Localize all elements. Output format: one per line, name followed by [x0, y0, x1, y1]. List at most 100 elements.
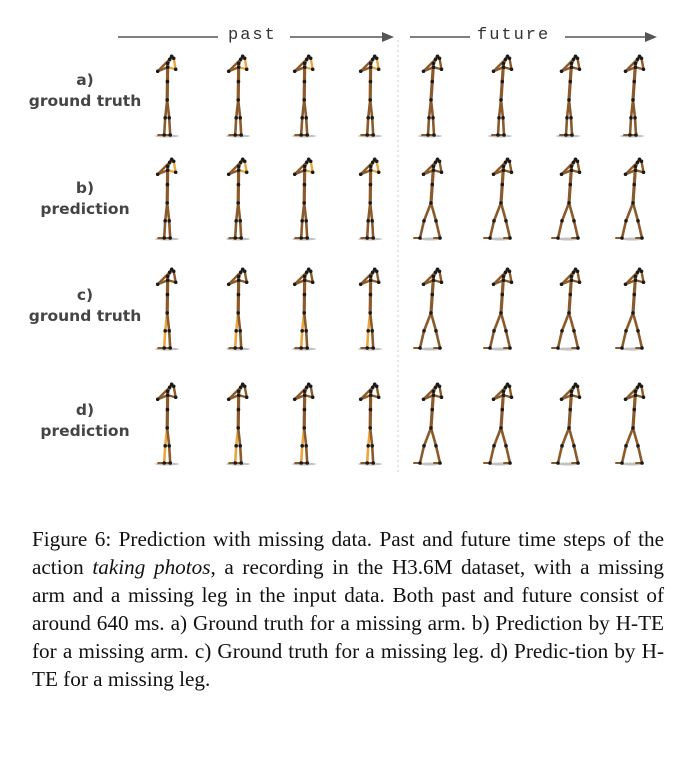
right-forearm-bone [172, 270, 177, 284]
skeleton-joint [292, 282, 297, 287]
skeleton-joint [300, 444, 305, 448]
skeleton-joint [623, 172, 628, 177]
skeleton-joint [569, 61, 574, 66]
skeleton-joint [427, 116, 431, 120]
skeleton-joint [501, 168, 506, 173]
skeleton-joint [165, 274, 170, 279]
skeleton-joint [167, 160, 172, 165]
skeleton-joint [418, 346, 422, 350]
skeleton-joint [501, 389, 506, 394]
skeleton-joint [165, 389, 170, 394]
left-thigh-bone [624, 311, 635, 333]
skeleton-joint [162, 236, 166, 240]
skeleton-joint [365, 461, 370, 465]
skeleton-layer [155, 54, 646, 466]
skeleton-joint [226, 397, 231, 402]
skeleton-joint [236, 182, 241, 187]
skeleton-joint [302, 407, 307, 412]
skeleton-joint [632, 407, 637, 412]
skeleton-joint [368, 182, 373, 187]
right-shin-bone [304, 219, 309, 240]
left-forearm-bone [227, 58, 242, 73]
skeleton-joint [236, 407, 241, 412]
left-shin-bone [556, 219, 564, 240]
right-shin-bone [238, 219, 243, 240]
skeleton-joint [368, 98, 373, 102]
skeleton-joint [434, 444, 438, 448]
skeleton-joint [374, 269, 379, 274]
left-forearm-bone [359, 161, 374, 176]
skeleton-joint [370, 444, 375, 448]
skeleton-joint [633, 116, 637, 120]
left-forearm-bone [359, 271, 374, 286]
right-forearm-bone [576, 57, 581, 71]
skeleton-joint [236, 79, 241, 84]
skeleton-joint [503, 270, 508, 275]
skeleton-joint [623, 69, 628, 74]
skeleton-joint [631, 311, 635, 315]
right-forearm-bone [508, 385, 513, 399]
right-shin-bone [167, 219, 172, 240]
right-thigh-bone [236, 311, 242, 333]
right-thigh-bone [165, 426, 171, 448]
right-thigh-bone [302, 426, 308, 448]
left-forearm-bone [293, 161, 308, 176]
skeleton-joint [564, 133, 568, 137]
skeleton-joint [439, 67, 444, 72]
skeleton-joint [239, 461, 243, 465]
right-forearm-bone [375, 385, 380, 399]
skeleton-joint [438, 236, 442, 240]
skeleton-joint [233, 236, 237, 240]
caption-text-2: , a recording in the H3.6M dataset, with… [32, 555, 665, 691]
skeleton-joint [299, 236, 304, 240]
right-thigh-bone [499, 426, 508, 448]
skeleton-joint [236, 393, 241, 398]
skeleton-joint [633, 164, 638, 169]
skeleton-joint [430, 407, 435, 412]
skeleton-joint [299, 133, 304, 137]
left-thigh-bone [422, 201, 433, 223]
skeleton-joint [239, 346, 243, 350]
left-thigh-bone [492, 426, 503, 448]
skeleton-joint [302, 274, 307, 279]
skeleton-joint [163, 444, 167, 448]
right-thigh-bone [499, 201, 508, 223]
future-arrow-head [645, 32, 657, 42]
skeleton-figure [155, 382, 179, 466]
row-label-d: d) prediction [20, 400, 150, 442]
skeleton-joint [233, 346, 237, 350]
skeleton-joint [641, 395, 646, 400]
skeleton-joint [576, 461, 580, 465]
skeleton-joint [368, 407, 373, 412]
row-label-c: c) ground truth [20, 285, 150, 327]
skeleton-joint [491, 397, 496, 402]
skeleton-joint [636, 329, 640, 333]
skeleton-joint [488, 346, 492, 350]
right-thigh-bone [302, 201, 308, 223]
skeleton-joint [304, 57, 309, 62]
skeleton-joint [501, 65, 506, 70]
skeleton-joint [244, 170, 249, 175]
left-forearm-bone [227, 271, 242, 286]
skeleton-joint [509, 67, 514, 72]
skeleton-joint [236, 61, 241, 66]
skeleton-figure [413, 157, 444, 241]
right-forearm-bone [309, 385, 314, 399]
skeleton-joint [171, 384, 176, 389]
skeleton-joint [491, 69, 496, 74]
left-shin-bone [418, 219, 426, 240]
row-label-b: b) prediction [20, 178, 150, 220]
skeleton-joint [368, 278, 373, 283]
skeleton-joint [242, 159, 247, 164]
row-letter: a) [76, 71, 94, 89]
skeleton-joint [576, 346, 580, 350]
skeleton-joint [292, 172, 297, 177]
skeleton-joint [370, 219, 375, 223]
skeleton-figure [292, 54, 316, 138]
left-forearm-bone [227, 386, 242, 401]
skeleton-figure [413, 267, 444, 351]
right-thigh-bone [302, 98, 308, 120]
right-forearm-bone [375, 270, 380, 284]
skeleton-joint [437, 56, 442, 61]
skeleton-joint [571, 57, 576, 62]
